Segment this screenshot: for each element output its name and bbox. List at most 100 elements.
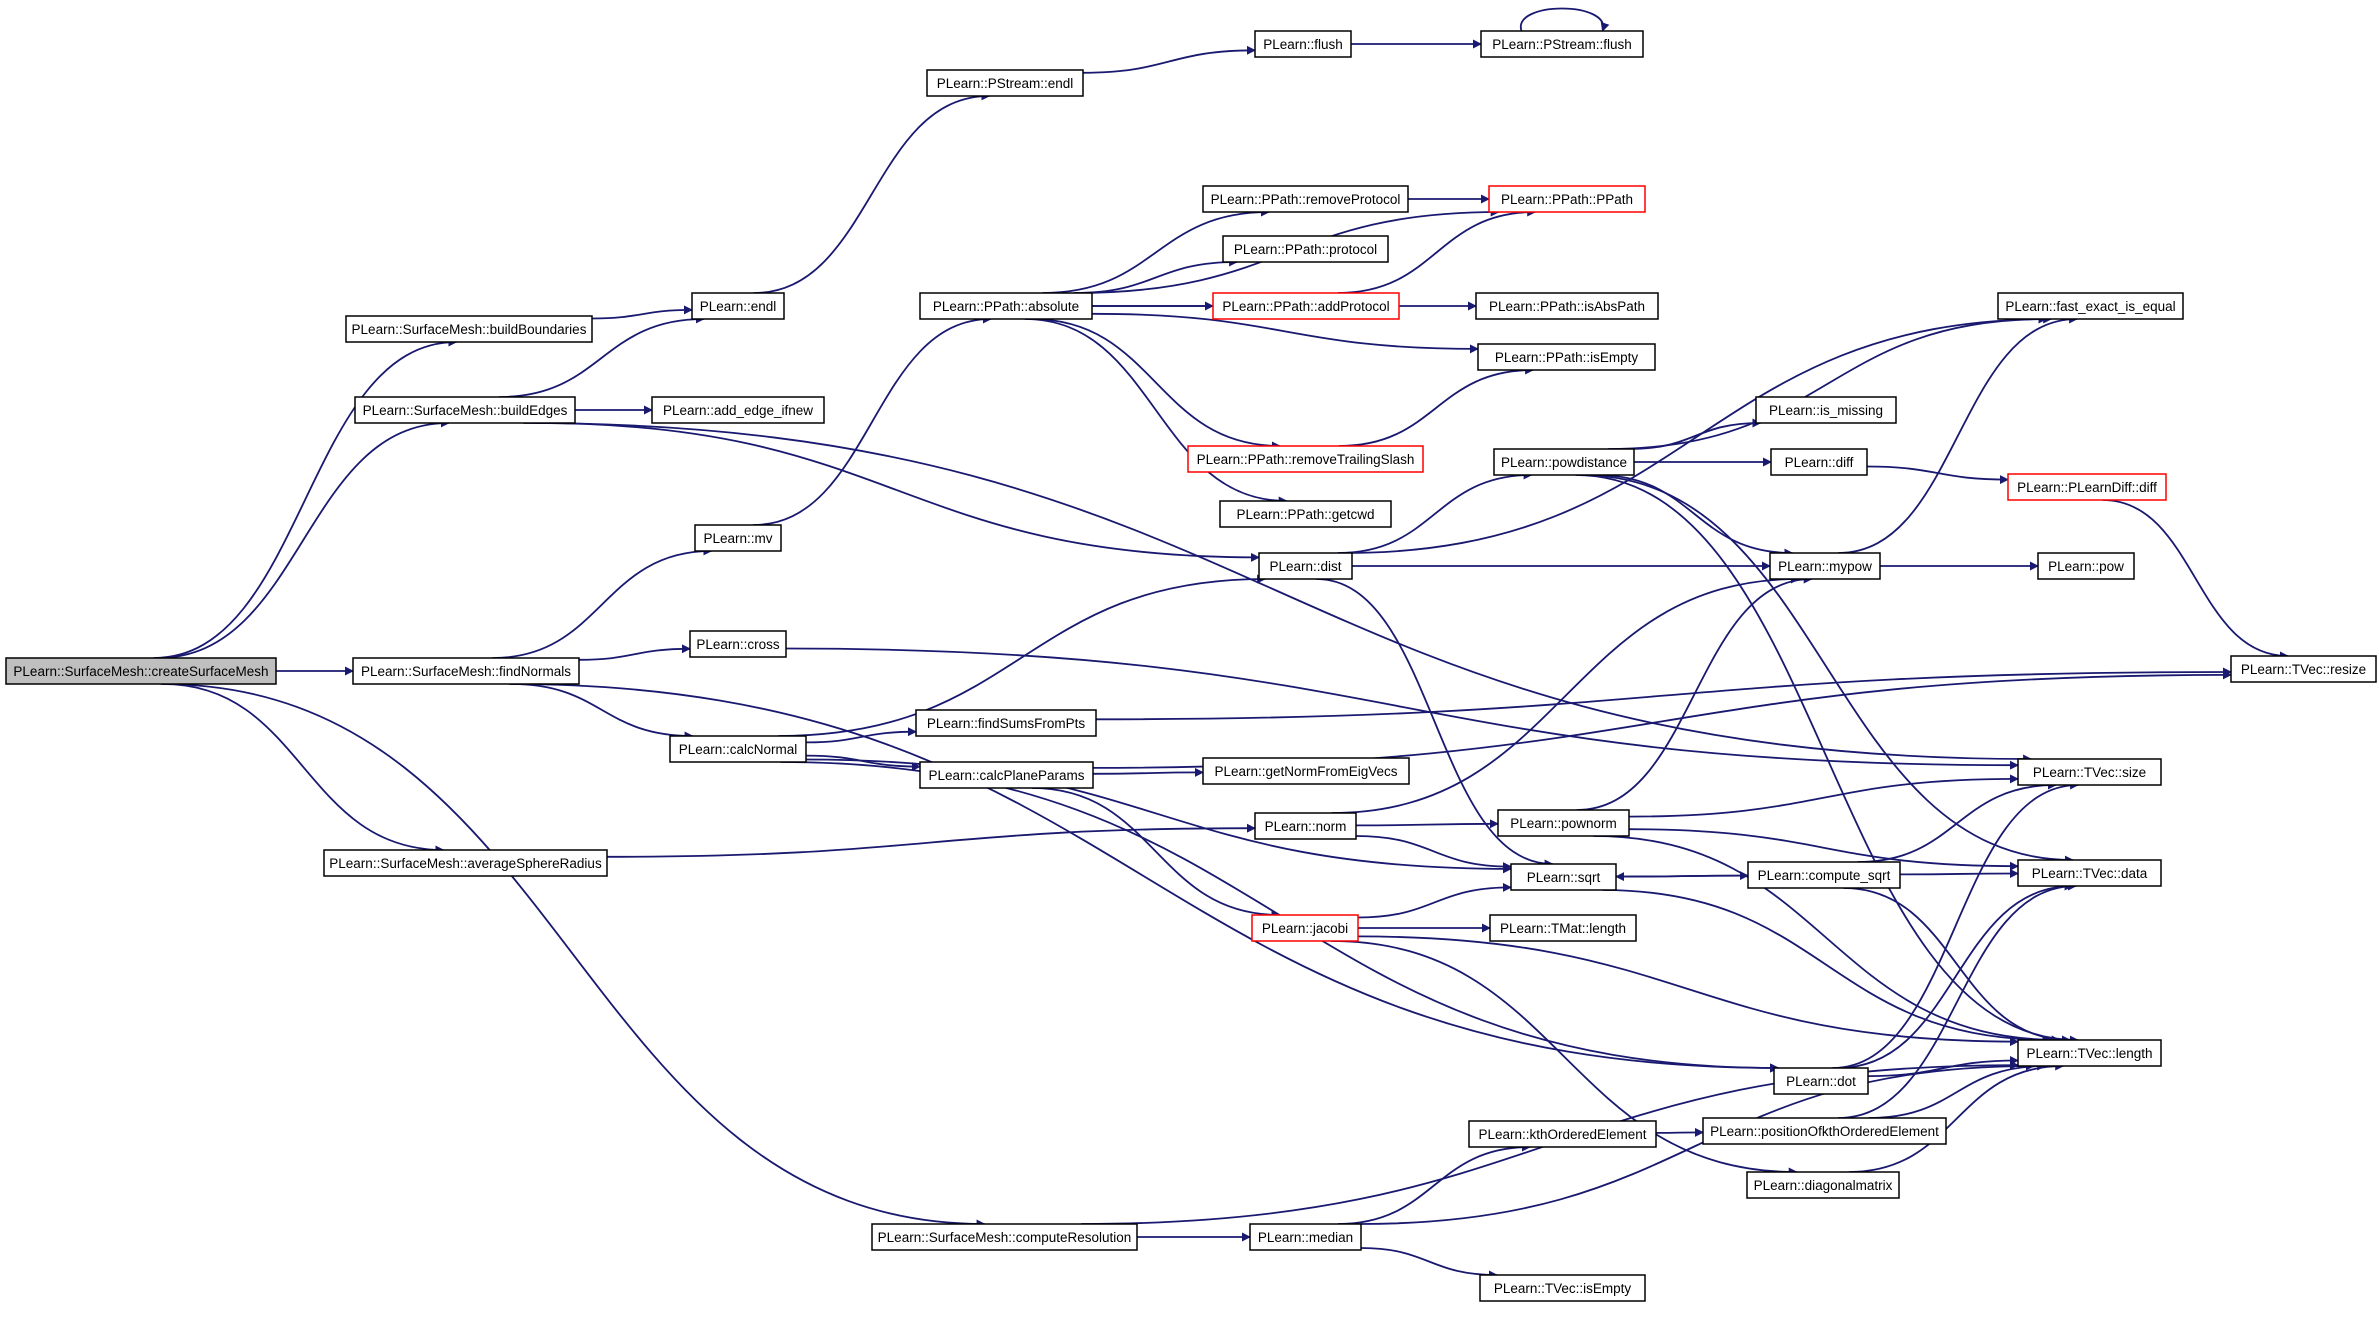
node-getNormFromEigVecs[interactable]: PLearn::getNormFromEigVecs (1202, 757, 1410, 785)
node-box (1222, 235, 1389, 263)
node-sqrt[interactable]: PLearn::sqrt (1510, 863, 1617, 891)
node-box (2007, 473, 2167, 501)
node-label: PLearn::PPath::isAbsPath (1489, 299, 1645, 314)
node-dot[interactable]: PLearn::dot (1773, 1067, 1869, 1095)
node-averageSphereRadius[interactable]: PLearn::SurfaceMesh::averageSphereRadius (323, 849, 608, 877)
node-endl[interactable]: PLearn::endl (691, 292, 785, 320)
node-box (1497, 809, 1630, 837)
node-removeProtocol[interactable]: PLearn::PPath::removeProtocol (1202, 185, 1409, 213)
node-box (1510, 863, 1617, 891)
node-findNormals[interactable]: PLearn::SurfaceMesh::findNormals (352, 657, 580, 685)
node-mypow[interactable]: PLearn::mypow (1769, 552, 1881, 580)
edge-buildEdges-to-dist (534, 422, 1260, 562)
node-tmat_length[interactable]: PLearn::TMat::length (1489, 914, 1637, 942)
node-tvec_resize[interactable]: PLearn::TVec::resize (2230, 655, 2377, 683)
node-label: PLearn::PPath::addProtocol (1222, 299, 1389, 314)
node-box (2017, 1039, 2162, 1067)
node-protocol[interactable]: PLearn::PPath::protocol (1222, 235, 1389, 263)
node-box (1477, 343, 1656, 371)
node-ppath[interactable]: PLearn::PPath::PPath (1488, 185, 1646, 213)
node-tvec_isEmpty[interactable]: PLearn::TVec::isEmpty (1479, 1274, 1646, 1302)
edge-pownorm-to-tvec_length (1593, 835, 2061, 1045)
edge-createSurfaceMesh-to-buildEdges (157, 418, 450, 659)
node-ppath_isEmpty[interactable]: PLearn::PPath::isEmpty (1477, 343, 1656, 371)
node-kthOrderedElement[interactable]: PLearn::kthOrderedElement (1468, 1120, 1657, 1148)
node-compute_sqrt[interactable]: PLearn::compute_sqrt (1747, 861, 1901, 889)
edge-positionOfkth-to-tvec_length (1868, 1061, 2047, 1119)
node-getcwd[interactable]: PLearn::PPath::getcwd (1219, 500, 1392, 528)
node-add_edge_ifnew[interactable]: PLearn::add_edge_ifnew (651, 396, 825, 424)
node-pldiff[interactable]: PLearn::PLearnDiff::diff (2007, 473, 2167, 501)
node-label: PLearn::mypow (1778, 559, 1872, 574)
node-box (2037, 552, 2135, 580)
node-jacobi[interactable]: PLearn::jacobi (1251, 914, 1359, 942)
node-label: PLearn::PPath::absolute (933, 299, 1079, 314)
node-label: PLearn::diagonalmatrix (1754, 1178, 1893, 1193)
edge-absolute-to-getcwd (1024, 318, 1288, 506)
node-computeResolution[interactable]: PLearn::SurfaceMesh::computeResolution (871, 1223, 1138, 1251)
node-flush[interactable]: PLearn::flush (1254, 30, 1352, 58)
node-buildBoundaries[interactable]: PLearn::SurfaceMesh::buildBoundaries (345, 315, 593, 343)
node-label: PLearn::SurfaceMesh::buildBoundaries (352, 322, 587, 337)
edge-norm-to-mypow (1331, 574, 1800, 814)
node-box (1254, 30, 1352, 58)
node-label: PLearn::findSumsFromPts (927, 716, 1086, 731)
node-addProtocol[interactable]: PLearn::PPath::addProtocol (1212, 292, 1400, 320)
node-buildEdges[interactable]: PLearn::SurfaceMesh::buildEdges (354, 396, 576, 424)
edge-powdistance-to-tvec_data (1580, 474, 2074, 865)
edge-mypow-to-fast_exact_is_equal (1838, 314, 2079, 554)
node-findSumsFromPts[interactable]: PLearn::findSumsFromPts (915, 709, 1097, 737)
node-is_missing[interactable]: PLearn::is_missing (1755, 396, 1897, 424)
node-tvec_length[interactable]: PLearn::TVec::length (2017, 1039, 2162, 1067)
node-box (1202, 757, 1410, 785)
node-tvec_size[interactable]: PLearn::TVec::size (2017, 758, 2162, 786)
node-label: PLearn::is_missing (1769, 403, 1883, 418)
node-box (2017, 859, 2162, 887)
node-layer: PLearn::SurfaceMesh::createSurfaceMeshPL… (5, 30, 2377, 1302)
node-absolute[interactable]: PLearn::PPath::absolute (919, 292, 1093, 320)
edge-absolute-to-removeProtocol (1042, 207, 1270, 294)
edge-diagonalmatrix-to-tvec_length (1849, 1061, 2065, 1173)
edge-layer (153, 7, 2289, 1280)
node-powdistance[interactable]: PLearn::powdistance (1493, 448, 1635, 476)
node-diagonalmatrix[interactable]: PLearn::diagonalmatrix (1746, 1171, 1900, 1199)
edge-buildEdges-to-endl (499, 314, 705, 398)
edge-endl-to-pstream_endl (753, 91, 991, 294)
node-label: PLearn::SurfaceMesh::createSurfaceMesh (13, 664, 268, 679)
node-pstream_endl[interactable]: PLearn::PStream::endl (926, 69, 1084, 97)
edge-buildBoundaries-to-endl (591, 305, 693, 320)
node-norm[interactable]: PLearn::norm (1254, 812, 1357, 840)
node-positionOfkth[interactable]: PLearn::positionOfkthOrderedElement (1702, 1117, 1947, 1145)
node-box (1219, 500, 1392, 528)
node-box (919, 761, 1094, 789)
node-pstream_flush[interactable]: PLearn::PStream::flush (1480, 30, 1644, 58)
node-createSurfaceMesh[interactable]: PLearn::SurfaceMesh::createSurfaceMesh (5, 657, 277, 685)
node-pow[interactable]: PLearn::pow (2037, 552, 2135, 580)
node-cross[interactable]: PLearn::cross (689, 630, 787, 658)
node-dist[interactable]: PLearn::dist (1258, 552, 1353, 580)
node-pownorm[interactable]: PLearn::pownorm (1497, 809, 1630, 837)
edge-pownorm-to-tvec_data (1628, 828, 2019, 871)
node-fast_exact_is_equal[interactable]: PLearn::fast_exact_is_equal (1997, 292, 2184, 320)
edge-compute_sqrt-to-tvec_length (1843, 887, 2071, 1045)
node-tvec_data[interactable]: PLearn::TVec::data (2017, 859, 2162, 887)
edge-createSurfaceMesh-to-averageSphereRadius (162, 683, 445, 855)
node-label: PLearn::diff (1785, 455, 1854, 470)
node-calcNormal[interactable]: PLearn::calcNormal (669, 735, 807, 763)
node-label: PLearn::kthOrderedElement (1478, 1127, 1646, 1142)
node-isAbsPath[interactable]: PLearn::PPath::isAbsPath (1475, 292, 1659, 320)
node-box (689, 630, 787, 658)
node-label: PLearn::jacobi (1262, 921, 1348, 936)
node-box (1755, 396, 1897, 424)
node-box (1468, 1120, 1657, 1148)
node-mv[interactable]: PLearn::mv (694, 524, 782, 552)
edge-averageSphereRadius-to-norm (606, 823, 1256, 858)
node-calcPlaneParams[interactable]: PLearn::calcPlaneParams (919, 761, 1094, 789)
node-diff[interactable]: PLearn::diff (1770, 448, 1868, 476)
node-removeTrailingSlash[interactable]: PLearn::PPath::removeTrailingSlash (1187, 445, 1424, 473)
node-label: PLearn::pow (2048, 559, 2124, 574)
node-median[interactable]: PLearn::median (1249, 1223, 1362, 1251)
node-box (926, 69, 1084, 97)
node-label: PLearn::PPath::isEmpty (1495, 350, 1639, 365)
edge-buildEdges-to-tvec_size (523, 422, 2033, 764)
